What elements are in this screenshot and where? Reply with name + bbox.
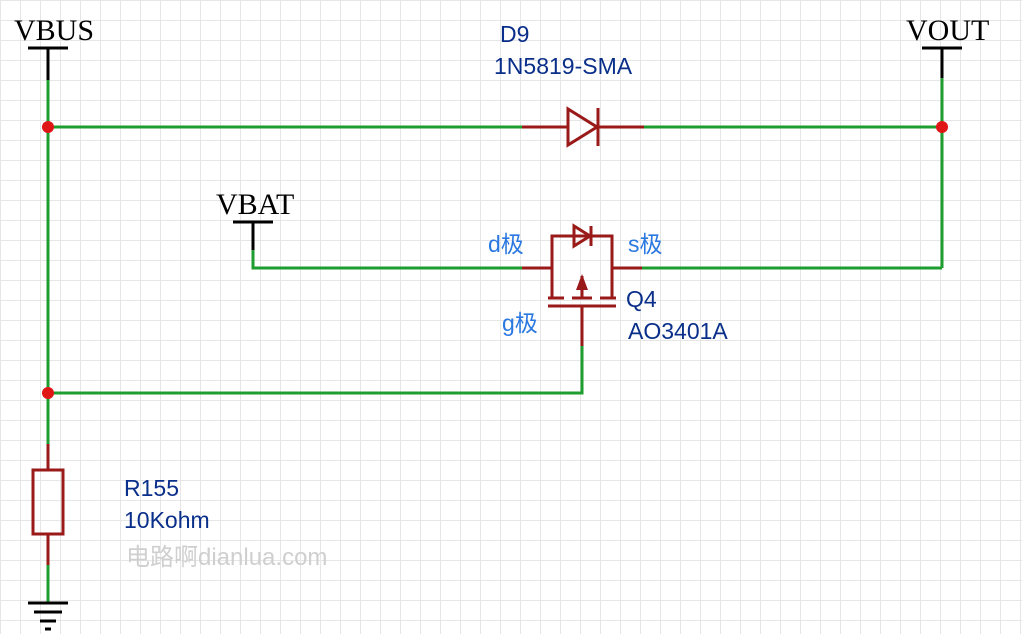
vbus-port: VBUS <box>14 14 94 80</box>
mosfet-arrow <box>576 274 588 290</box>
diode-designator: D9 <box>500 21 529 47</box>
mosfet-body-diode-triangle <box>572 223 593 249</box>
resistor-value: 10Kohm <box>124 507 210 533</box>
resistor-r155: R155 10Kohm <box>31 444 210 565</box>
wire-vbat-to-drain <box>251 222 522 270</box>
mosfet-designator: Q4 <box>626 286 657 312</box>
junction-vbus-top <box>42 121 54 133</box>
mosfet-gate-label: g极 <box>502 310 538 336</box>
ground-icon <box>28 601 68 631</box>
junctions <box>42 121 948 399</box>
junction-vout <box>936 121 948 133</box>
mosfet-drain-lead <box>522 266 554 298</box>
diode-part-number: 1N5819-SMA <box>494 53 633 79</box>
mosfet-body-diode-loop <box>550 234 614 268</box>
mosfet-source-label: s极 <box>628 231 663 257</box>
vbat-port: VBAT <box>216 188 294 250</box>
diode-triangle <box>566 106 600 148</box>
junction-vbus-gate <box>42 387 54 399</box>
mosfet-part-number: AO3401A <box>628 318 728 344</box>
mosfet-drain-label: d极 <box>488 231 524 257</box>
resistor-designator: R155 <box>124 475 179 501</box>
vbus-net-label: VBUS <box>14 14 94 47</box>
vbat-net-label: VBAT <box>216 188 294 221</box>
wire-gate-to-resistor <box>48 346 584 395</box>
mosfet-q4: d极 s极 g极 Q4 AO3401A <box>488 223 728 346</box>
resistor-body <box>31 468 65 536</box>
diode-d9: D9 1N5819-SMA <box>494 21 644 148</box>
vout-port: VOUT <box>906 14 989 78</box>
vout-net-label: VOUT <box>906 14 989 47</box>
watermark-text: 电路啊dianlua.com <box>126 544 327 571</box>
